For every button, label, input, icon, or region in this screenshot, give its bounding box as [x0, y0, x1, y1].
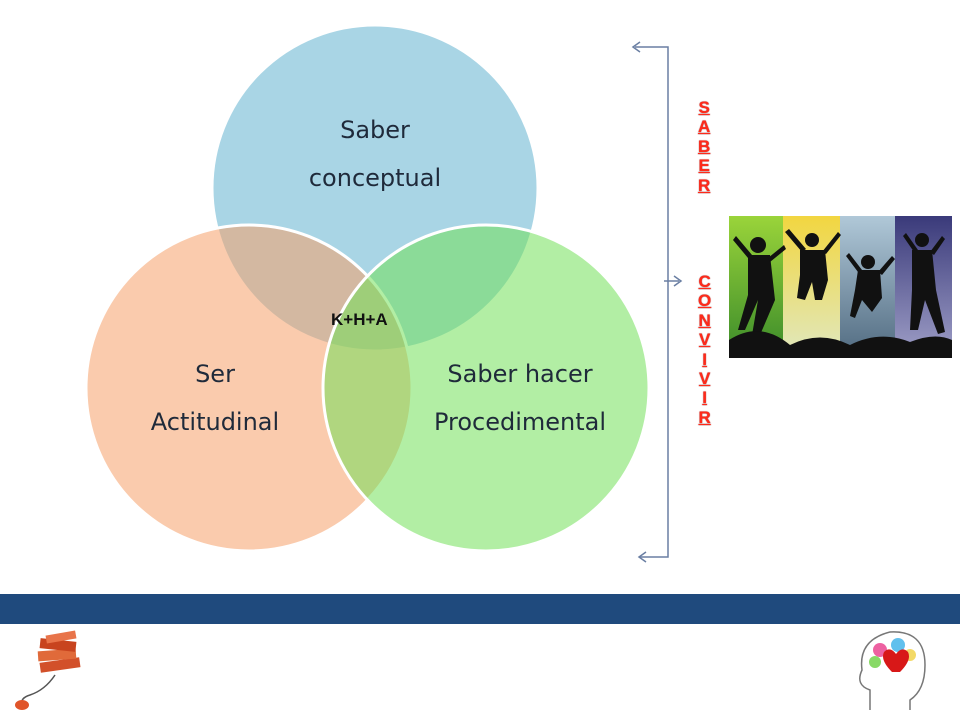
books-mouse-icon [15, 630, 81, 710]
label-line: Ser [195, 360, 235, 388]
label-line: conceptual [308, 164, 442, 192]
letter: R [698, 407, 711, 427]
footer-bar [0, 594, 960, 624]
vertical-word-convivir: C O N V I V I R [698, 272, 711, 427]
letter: I [702, 349, 707, 369]
label-saber-conceptual: Saber conceptual [275, 106, 475, 202]
letter: N [698, 310, 711, 330]
label-line: Saber [340, 116, 410, 144]
vertical-word-saber: S A B E R [698, 98, 710, 195]
label-line: Procedimental [433, 408, 607, 436]
circle-saber-hacer [321, 223, 651, 553]
letter: I [702, 388, 707, 408]
letter: V [698, 369, 711, 389]
letter: R [698, 175, 711, 195]
letter: O [698, 291, 712, 311]
letter: E [698, 156, 710, 176]
head-heart-brain-icon [859, 631, 926, 710]
letter: C [698, 272, 711, 291]
letter: A [698, 117, 711, 137]
letter: B [698, 136, 711, 156]
letter: V [698, 330, 711, 350]
label-line: Actitudinal [150, 408, 280, 436]
center-label-khA: K+H+A [331, 310, 388, 329]
label-ser-actitudinal: Ser Actitudinal [115, 350, 315, 446]
letter: S [698, 98, 710, 117]
label-saber-hacer-procedimental: Saber hacer Procedimental [410, 350, 630, 446]
jumping-silhouettes-photo [729, 216, 952, 358]
label-line: Saber hacer [447, 360, 593, 388]
side-bracket [631, 41, 683, 563]
